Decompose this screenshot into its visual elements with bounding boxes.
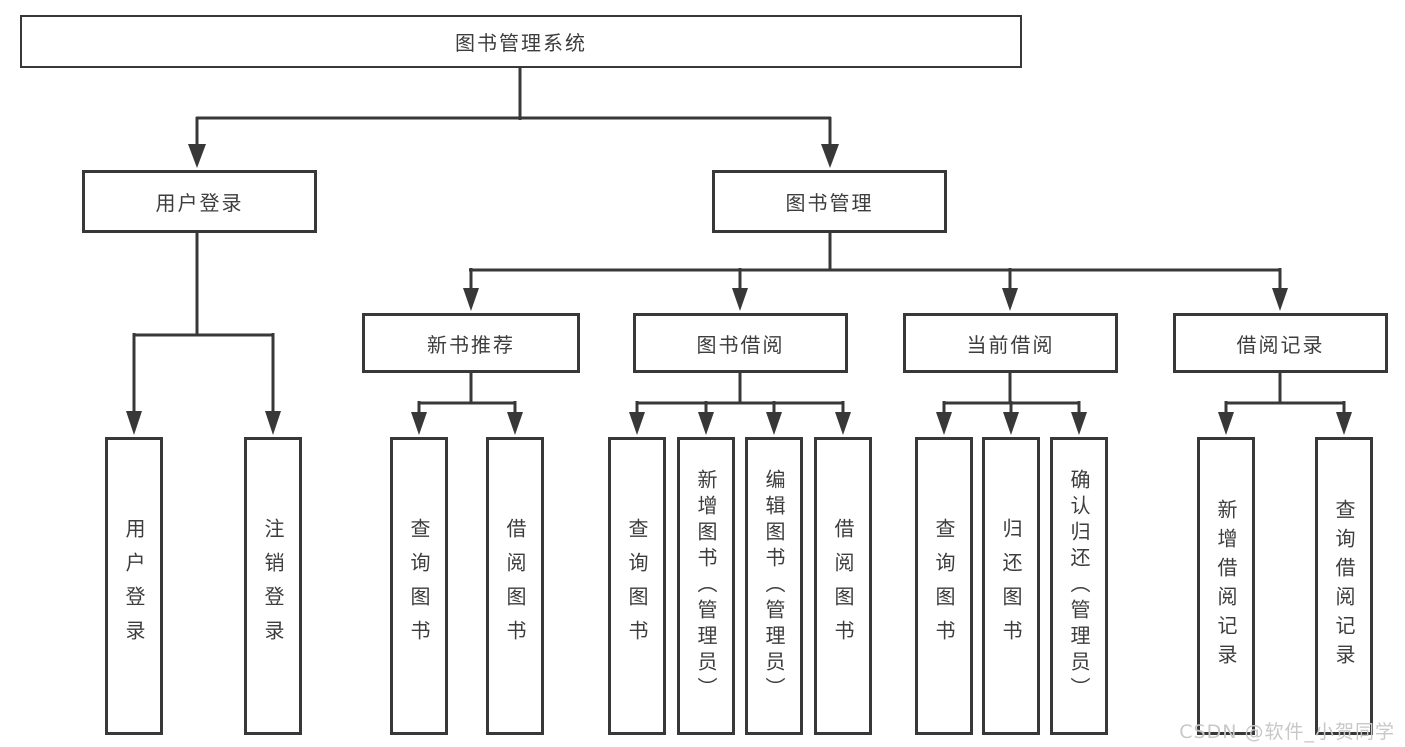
node-label: 借阅图书 xyxy=(831,518,855,654)
node-label: 用户登录 xyxy=(122,518,146,654)
node-label: 借阅图书 xyxy=(503,518,527,654)
node-book-management: 图书管理 xyxy=(712,170,947,233)
node-label: 新增图书（管理员） xyxy=(694,469,718,703)
leaf-edit-books-admin: 编辑图书（管理员） xyxy=(745,437,803,735)
node-label: 确认归还（管理员） xyxy=(1067,469,1091,703)
leaf-user-login: 用户登录 xyxy=(105,437,163,735)
node-label: 查询借阅记录 xyxy=(1332,499,1356,673)
node-label: 注销登录 xyxy=(261,518,285,654)
leaf-query-books-recommend: 查询图书 xyxy=(390,437,448,735)
csdn-watermark: CSDN @软件_小贺同学 xyxy=(1179,721,1395,743)
leaf-return-books: 归还图书 xyxy=(982,437,1040,735)
node-label: 图书管理系统 xyxy=(455,31,587,55)
node-borrowing-records: 借阅记录 xyxy=(1173,313,1388,373)
node-label: 查询图书 xyxy=(625,518,649,654)
node-label: 查询图书 xyxy=(407,518,431,654)
node-root: 图书管理系统 xyxy=(20,15,1022,68)
node-label: 新书推荐 xyxy=(427,332,515,357)
node-label: 归还图书 xyxy=(999,518,1023,654)
leaf-query-books-borrowing: 查询图书 xyxy=(608,437,666,735)
node-label: 查询图书 xyxy=(932,518,956,654)
node-current-borrowing: 当前借阅 xyxy=(903,313,1118,373)
node-label: 借阅记录 xyxy=(1236,332,1325,357)
node-label: 编辑图书（管理员） xyxy=(762,469,786,703)
node-label: 图书借阅 xyxy=(696,332,785,357)
leaf-confirm-return-admin: 确认归还（管理员） xyxy=(1050,437,1108,735)
leaf-query-books-current: 查询图书 xyxy=(915,437,973,735)
node-user-login: 用户登录 xyxy=(82,170,317,233)
leaf-borrow-books-borrowing: 借阅图书 xyxy=(814,437,872,735)
node-label: 新增借阅记录 xyxy=(1214,499,1238,673)
node-label: 当前借阅 xyxy=(966,332,1055,357)
leaf-query-borrow-record: 查询借阅记录 xyxy=(1315,437,1373,735)
node-book-borrowing: 图书借阅 xyxy=(633,313,848,373)
node-label: 用户登录 xyxy=(155,191,244,215)
leaf-add-books-admin: 新增图书（管理员） xyxy=(677,437,735,735)
leaf-borrow-books-recommend: 借阅图书 xyxy=(486,437,544,735)
leaf-add-borrow-record: 新增借阅记录 xyxy=(1197,437,1255,735)
node-new-book-recommendation: 新书推荐 xyxy=(362,313,580,373)
node-label: 图书管理 xyxy=(785,191,874,215)
leaf-logout-login: 注销登录 xyxy=(244,437,302,735)
